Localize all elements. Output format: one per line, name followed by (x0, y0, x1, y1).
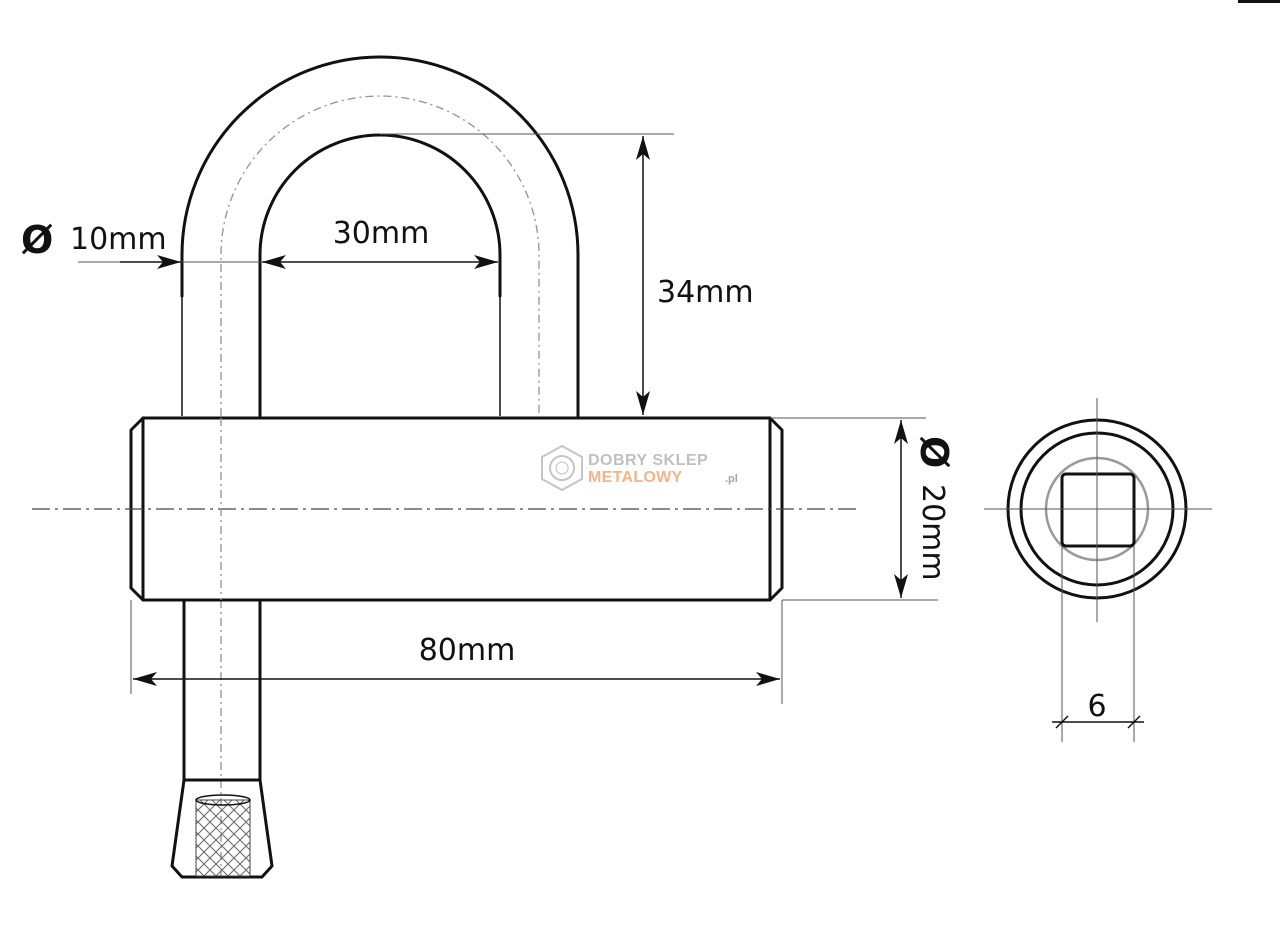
watermark-line2: METALOWY (588, 469, 683, 486)
dimension-inner-height: 34mm (380, 133, 754, 415)
shackle-outer-outline (180, 55, 580, 418)
watermark-suffix: .pl (725, 473, 738, 485)
cylinder-body (32, 416, 860, 602)
dimension-rod-diameter: Ø 10mm (21, 218, 260, 269)
inner-width-label: 30mm (333, 216, 430, 251)
inner-height-label: 34mm (657, 275, 754, 310)
watermark-line1: DOBRY SKLEP (588, 452, 708, 469)
shackle-centerline (220, 95, 540, 416)
knurl-pattern (195, 799, 251, 877)
body-diameter-symbol: Ø (912, 436, 956, 468)
rod-diameter-label: 10mm (70, 222, 167, 257)
square-socket (1060, 472, 1136, 548)
body-diameter-label: 20mm (915, 484, 950, 581)
corner-mark (1238, 0, 1280, 3)
dimension-body-length: 80mm (130, 600, 783, 704)
knurled-grip (170, 778, 274, 879)
rod-diameter-symbol: Ø (21, 218, 53, 262)
shackle-inner-outline (258, 133, 502, 418)
shackle (180, 55, 580, 418)
square-size-label: 6 (1087, 689, 1106, 724)
watermark-nut-icon (541, 444, 583, 492)
body-length-label: 80mm (419, 633, 516, 668)
end-view (984, 398, 1212, 622)
dimension-square-size: 6 (1052, 546, 1144, 742)
dimension-inner-width: 30mm (262, 216, 498, 269)
dimension-body-diameter: Ø 20mm (770, 417, 956, 601)
watermark-logo: DOBRY SKLEP METALOWY .pl (541, 444, 738, 492)
